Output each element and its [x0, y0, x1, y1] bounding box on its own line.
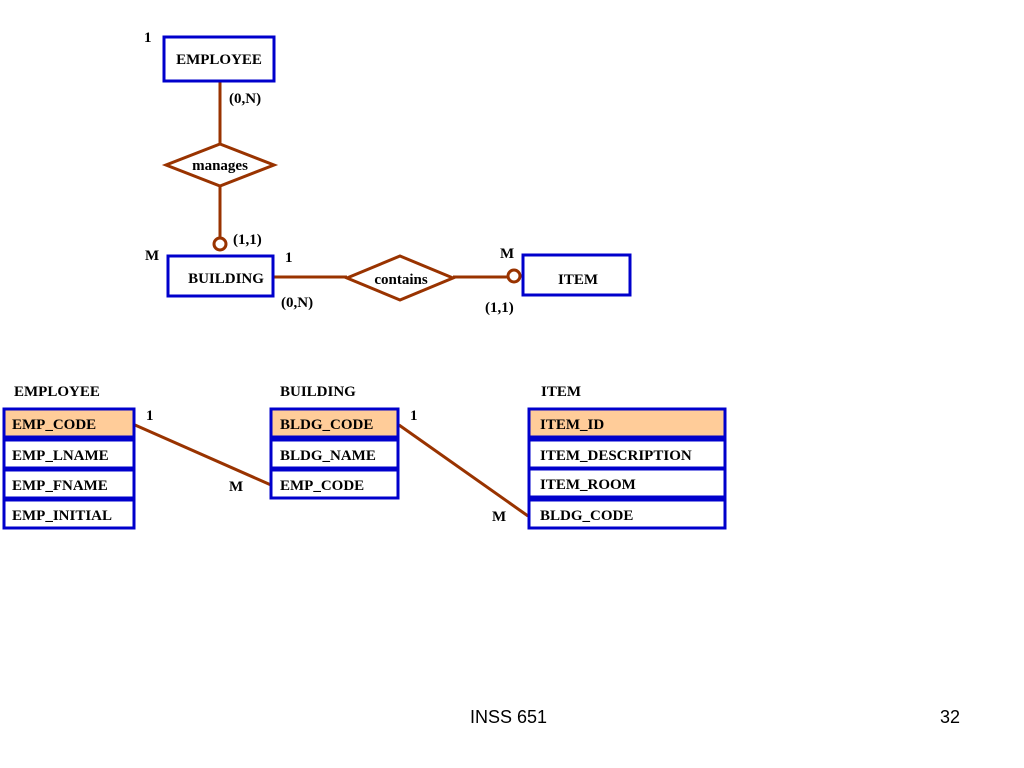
item-entity-label: ITEM	[558, 272, 598, 288]
employee-one-label: 1	[144, 30, 152, 46]
employee-side-cardinality: (0,N)	[229, 91, 261, 107]
table-row	[527, 498, 727, 530]
employee-table: EMP_CODE EMP_LNAME EMP_FNAME EMP_INITIAL	[2, 407, 136, 530]
page-number: 32	[940, 707, 961, 727]
emp-one-label: 1	[146, 408, 154, 424]
table-row	[2, 468, 136, 500]
employee-table-title: EMPLOYEE	[14, 384, 100, 400]
item-entity: ITEM	[521, 253, 632, 297]
bldg-code-link-line	[398, 423, 529, 518]
building-table-title: BUILDING	[280, 384, 356, 400]
table-row-pk	[2, 407, 136, 439]
building-optional-circle	[212, 236, 228, 252]
item-many-label: M	[500, 246, 514, 262]
bldg-one-label: 1	[410, 408, 418, 424]
item-bldg-code-field: BLDG_CODE	[540, 508, 633, 524]
table-row	[2, 498, 136, 530]
table-row	[2, 438, 136, 470]
item-id-field: ITEM_ID	[540, 417, 604, 433]
emp-fname-field: EMP_FNAME	[12, 478, 108, 494]
employee-entity-label: EMPLOYEE	[176, 52, 262, 68]
bldg-code-field: BLDG_CODE	[280, 417, 373, 433]
item-table: ITEM_ID ITEM_DESCRIPTION ITEM_ROOM BLDG_…	[527, 407, 727, 530]
item-table-title: ITEM	[541, 384, 581, 400]
item-optional-circle	[506, 268, 522, 284]
building-contains-cardinality: (0,N)	[281, 295, 313, 311]
item-side-cardinality: (1,1)	[485, 300, 514, 316]
table-row-pk	[527, 407, 727, 439]
item-description-field: ITEM_DESCRIPTION	[540, 448, 692, 464]
building-table: BLDG_CODE BLDG_NAME EMP_CODE	[269, 407, 400, 500]
contains-relationship: contains	[343, 254, 457, 302]
bldg-name-field: BLDG_NAME	[280, 448, 376, 464]
table-row	[527, 467, 727, 499]
emp-initial-field: EMP_INITIAL	[12, 508, 112, 524]
building-many-label: M	[145, 248, 159, 264]
item-room-field: ITEM_ROOM	[540, 477, 636, 493]
building-entity-label: BUILDING	[188, 271, 264, 287]
table-row-pk	[269, 407, 400, 439]
table-row	[269, 468, 400, 500]
building-manages-cardinality: (1,1)	[233, 232, 262, 248]
emp-lname-field: EMP_LNAME	[12, 448, 109, 464]
manages-label: manages	[192, 158, 248, 174]
table-row	[527, 438, 727, 470]
building-one-label: 1	[285, 250, 293, 266]
footer-course: INSS 651	[470, 707, 548, 727]
manages-relationship: manages	[161, 142, 279, 188]
table-row	[269, 438, 400, 470]
employee-entity: EMPLOYEE	[162, 35, 276, 83]
building-entity: BUILDING	[166, 254, 275, 298]
emp-code-field: EMP_CODE	[12, 417, 96, 433]
contains-label: contains	[374, 272, 428, 288]
bldg-emp-code-field: EMP_CODE	[280, 478, 364, 494]
item-many-label: M	[492, 509, 506, 525]
bldg-many-label: M	[229, 479, 243, 495]
emp-code-link-line	[134, 423, 272, 487]
